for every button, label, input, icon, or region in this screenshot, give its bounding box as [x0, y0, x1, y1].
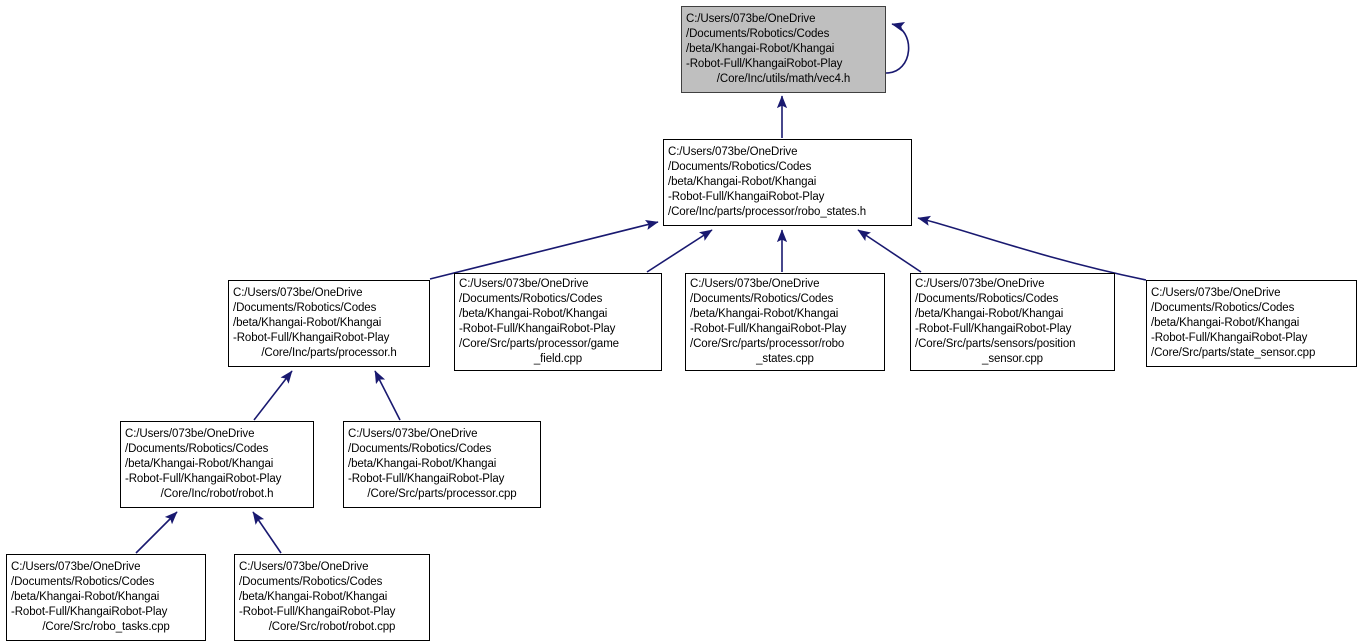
node-line: /beta/Khangai-Robot/Khangai — [459, 307, 608, 320]
node-line: /Core/Src/robo_tasks.cpp — [42, 621, 170, 634]
node-position-sensor-cpp[interactable]: C:/Users/073be/OneDrive /Documents/Robot… — [910, 273, 1115, 371]
edge-robotaskscpp-roboth — [135, 511, 178, 554]
node-line: /Documents/Robotics/Codes — [686, 27, 830, 40]
edge-processorcpp-processorh — [374, 370, 401, 421]
node-line: _states.cpp — [756, 353, 814, 366]
node-line: /Documents/Robotics/Codes — [459, 292, 603, 305]
node-line: /Documents/Robotics/Codes — [125, 442, 269, 455]
node-line: /Documents/Robotics/Codes — [915, 292, 1059, 305]
node-line: /Core/Src/parts/processor/game — [459, 338, 619, 351]
node-line: /Documents/Robotics/Codes — [11, 575, 155, 588]
node-line: -Robot-Full/KhangaiRobot-Play — [125, 473, 282, 486]
node-line: -Robot-Full/KhangaiRobot-Play — [686, 58, 843, 71]
node-line: C:/Users/073be/OneDrive — [233, 286, 363, 299]
node-line: C:/Users/073be/OneDrive — [239, 560, 369, 573]
node-line: C:/Users/073be/OneDrive — [686, 12, 816, 25]
node-line: -Robot-Full/KhangaiRobot-Play — [233, 332, 390, 345]
node-line: /Core/Inc/robot/robot.h — [160, 488, 274, 501]
node-line: /Documents/Robotics/Codes — [239, 575, 383, 588]
edge-positionsensorcpp-robostatesh — [857, 229, 922, 273]
node-robot-cpp[interactable]: C:/Users/073be/OneDrive /Documents/Robot… — [234, 554, 430, 641]
edge-statesensorcpp-robostatesh — [917, 215, 1147, 281]
node-line: -Robot-Full/KhangaiRobot-Play — [239, 606, 396, 619]
node-line: -Robot-Full/KhangaiRobot-Play — [915, 323, 1072, 335]
node-line: /beta/Khangai-Robot/Khangai — [239, 590, 388, 603]
node-line: /beta/Khangai-Robot/Khangai — [233, 316, 382, 329]
node-line: /Core/Inc/utils/math/vec4.h — [716, 73, 851, 86]
node-line: /beta/Khangai-Robot/Khangai — [686, 42, 835, 55]
node-line: C:/Users/073be/OneDrive — [459, 277, 589, 290]
node-line: /beta/Khangai-Robot/Khangai — [348, 457, 497, 470]
node-line: /Core/Src/robot/robot.cpp — [268, 621, 396, 634]
node-line: /Documents/Robotics/Codes — [348, 442, 492, 455]
node-line: /Core/Src/parts/state_sensor.cpp — [1151, 347, 1316, 360]
node-line: C:/Users/073be/OneDrive — [1151, 286, 1281, 299]
node-line: /Core/Src/parts/processor/robo — [690, 338, 845, 351]
node-line: /Documents/Robotics/Codes — [1151, 301, 1295, 314]
node-line: /Core/Src/parts/sensors/position — [915, 338, 1076, 351]
node-game-field-cpp[interactable]: C:/Users/073be/OneDrive /Documents/Robot… — [454, 273, 662, 371]
node-line: C:/Users/073be/OneDrive — [668, 145, 798, 158]
node-line: _field.cpp — [533, 353, 583, 366]
edge-roboth-processorh — [253, 370, 293, 421]
node-line: /beta/Khangai-Robot/Khangai — [11, 590, 160, 603]
node-line: /beta/Khangai-Robot/Khangai — [1151, 316, 1300, 329]
node-vec4-h[interactable]: C:/Users/073be/OneDrive /Documents/Robot… — [681, 6, 886, 93]
node-processor-cpp[interactable]: C:/Users/073be/OneDrive /Documents/Robot… — [343, 421, 541, 508]
edge-vec4h-self — [885, 22, 910, 74]
node-line: C:/Users/073be/OneDrive — [11, 560, 141, 573]
node-robo-states-h[interactable]: C:/Users/073be/OneDrive /Documents/Robot… — [663, 139, 912, 226]
node-line: -Robot-Full/KhangaiRobot-Play — [459, 323, 616, 335]
node-line: _sensor.cpp — [982, 353, 1043, 366]
node-line: C:/Users/073be/OneDrive — [690, 277, 820, 290]
node-line: -Robot-Full/KhangaiRobot-Play — [1151, 332, 1308, 345]
node-line: /Core/Inc/parts/processor/robo_states.h — [668, 206, 867, 219]
node-line: /Core/Inc/parts/processor.h — [261, 347, 397, 360]
edge-robotcpp-roboth — [252, 511, 282, 554]
edge-gamefieldcpp-robostatesh — [646, 229, 713, 273]
node-robot-h[interactable]: C:/Users/073be/OneDrive /Documents/Robot… — [120, 421, 314, 508]
node-line: /Documents/Robotics/Codes — [690, 292, 834, 305]
node-line: C:/Users/073be/OneDrive — [125, 427, 255, 440]
node-line: C:/Users/073be/OneDrive — [915, 277, 1045, 290]
node-line: /Documents/Robotics/Codes — [668, 160, 812, 173]
node-state-sensor-cpp[interactable]: C:/Users/073be/OneDrive /Documents/Robot… — [1146, 280, 1357, 367]
node-line: /beta/Khangai-Robot/Khangai — [125, 457, 274, 470]
node-robo-states-cpp[interactable]: C:/Users/073be/OneDrive /Documents/Robot… — [685, 273, 885, 371]
edge-processorh-robostatesh — [429, 219, 659, 280]
node-line: /beta/Khangai-Robot/Khangai — [690, 307, 839, 320]
node-line: -Robot-Full/KhangaiRobot-Play — [690, 323, 847, 335]
node-line: -Robot-Full/KhangaiRobot-Play — [668, 191, 825, 204]
node-robo-tasks-cpp[interactable]: C:/Users/073be/OneDrive /Documents/Robot… — [6, 554, 206, 641]
node-line: /Core/Src/parts/processor.cpp — [367, 488, 517, 501]
node-processor-h[interactable]: C:/Users/073be/OneDrive /Documents/Robot… — [228, 280, 430, 367]
node-line: /beta/Khangai-Robot/Khangai — [668, 175, 817, 188]
node-line: /Documents/Robotics/Codes — [233, 301, 377, 314]
node-line: -Robot-Full/KhangaiRobot-Play — [348, 473, 505, 486]
node-line: -Robot-Full/KhangaiRobot-Play — [11, 606, 168, 619]
node-line: C:/Users/073be/OneDrive — [348, 427, 478, 440]
node-line: /beta/Khangai-Robot/Khangai — [915, 307, 1064, 320]
